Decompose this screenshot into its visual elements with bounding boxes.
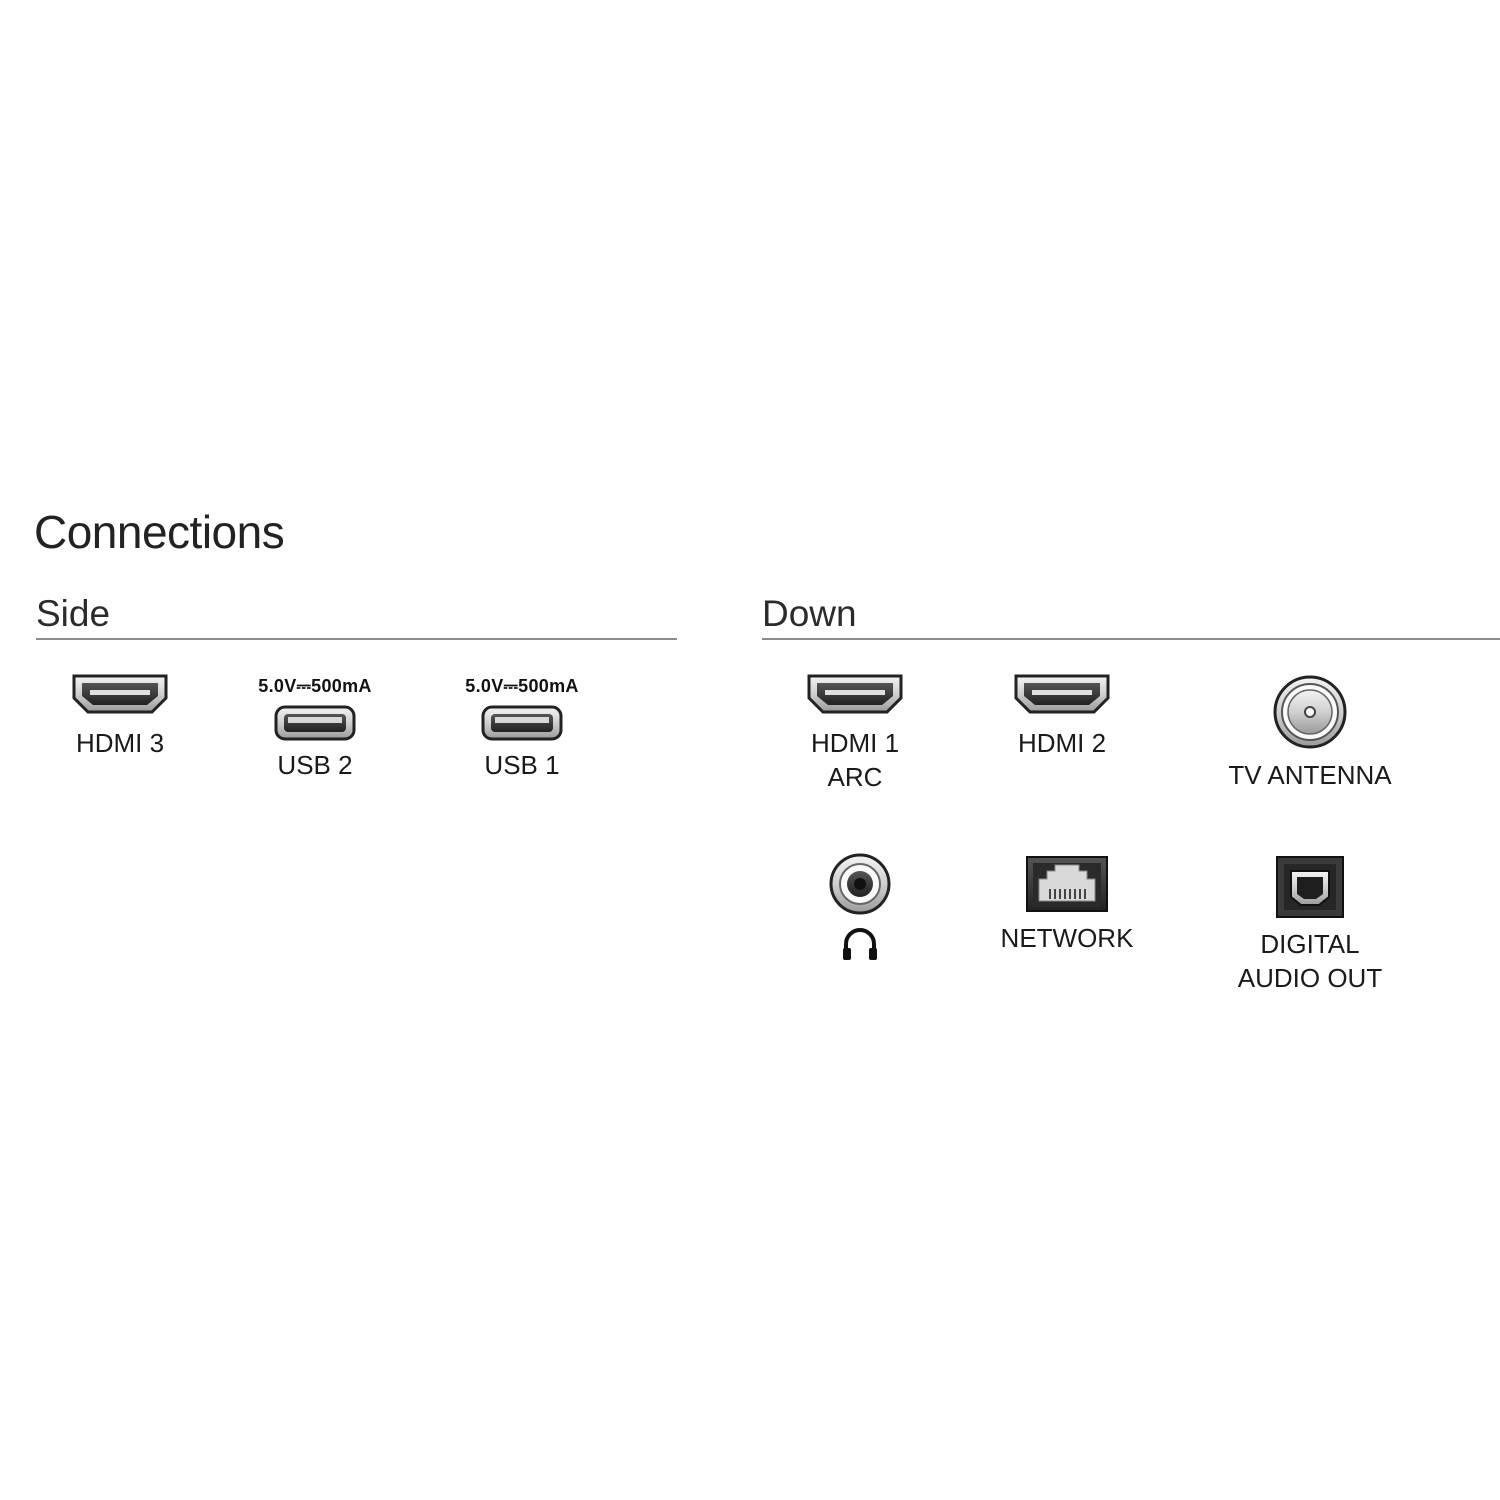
hdmi-port-icon [805, 672, 905, 716]
port-label: HDMI 1 ARC [810, 728, 900, 792]
section-heading-down: Down [762, 593, 857, 634]
section-heading-side: Side [36, 593, 111, 634]
port-usb-1: 5.0V⎓500mA USB 1 [432, 674, 612, 782]
headphone-jack-icon [828, 852, 892, 916]
port-hdmi-2: HDMI 2 [1002, 672, 1122, 760]
port-label: HDMI 2 [1017, 728, 1107, 758]
port-label: TV ANTENNA [1228, 760, 1392, 790]
port-tv-antenna: TV ANTENNA [1200, 674, 1420, 792]
port-hdmi-1-arc: HDMI 1 ARC [795, 672, 915, 794]
optical-audio-icon [1275, 855, 1345, 919]
port-headphone [815, 852, 905, 962]
hdmi-port-icon [70, 672, 170, 716]
section-divider-down [762, 638, 1500, 640]
port-hdmi-3: HDMI 3 [60, 672, 180, 760]
usb-port-icon [273, 704, 357, 742]
port-label: USB 2 [277, 750, 353, 780]
port-digital-audio-out: DIGITAL AUDIO OUT [1205, 855, 1415, 995]
port-label: NETWORK [1000, 923, 1134, 953]
hdmi-port-icon [1012, 672, 1112, 716]
port-label: DIGITAL AUDIO OUT [1237, 929, 1383, 993]
usb-port-icon [480, 704, 564, 742]
section-divider-side [36, 638, 677, 640]
port-label: USB 1 [484, 750, 560, 780]
power-rating-label: 5.0V⎓500mA [258, 676, 372, 696]
port-network: NETWORK [982, 855, 1152, 955]
page-title: Connections [34, 506, 285, 558]
ethernet-port-icon [1025, 855, 1109, 913]
coax-antenna-icon [1272, 674, 1348, 750]
port-usb-2: 5.0V⎓500mA USB 2 [225, 674, 405, 782]
port-label: HDMI 3 [75, 728, 165, 758]
headphone-icon [840, 926, 880, 962]
power-rating-label: 5.0V⎓500mA [465, 676, 579, 696]
